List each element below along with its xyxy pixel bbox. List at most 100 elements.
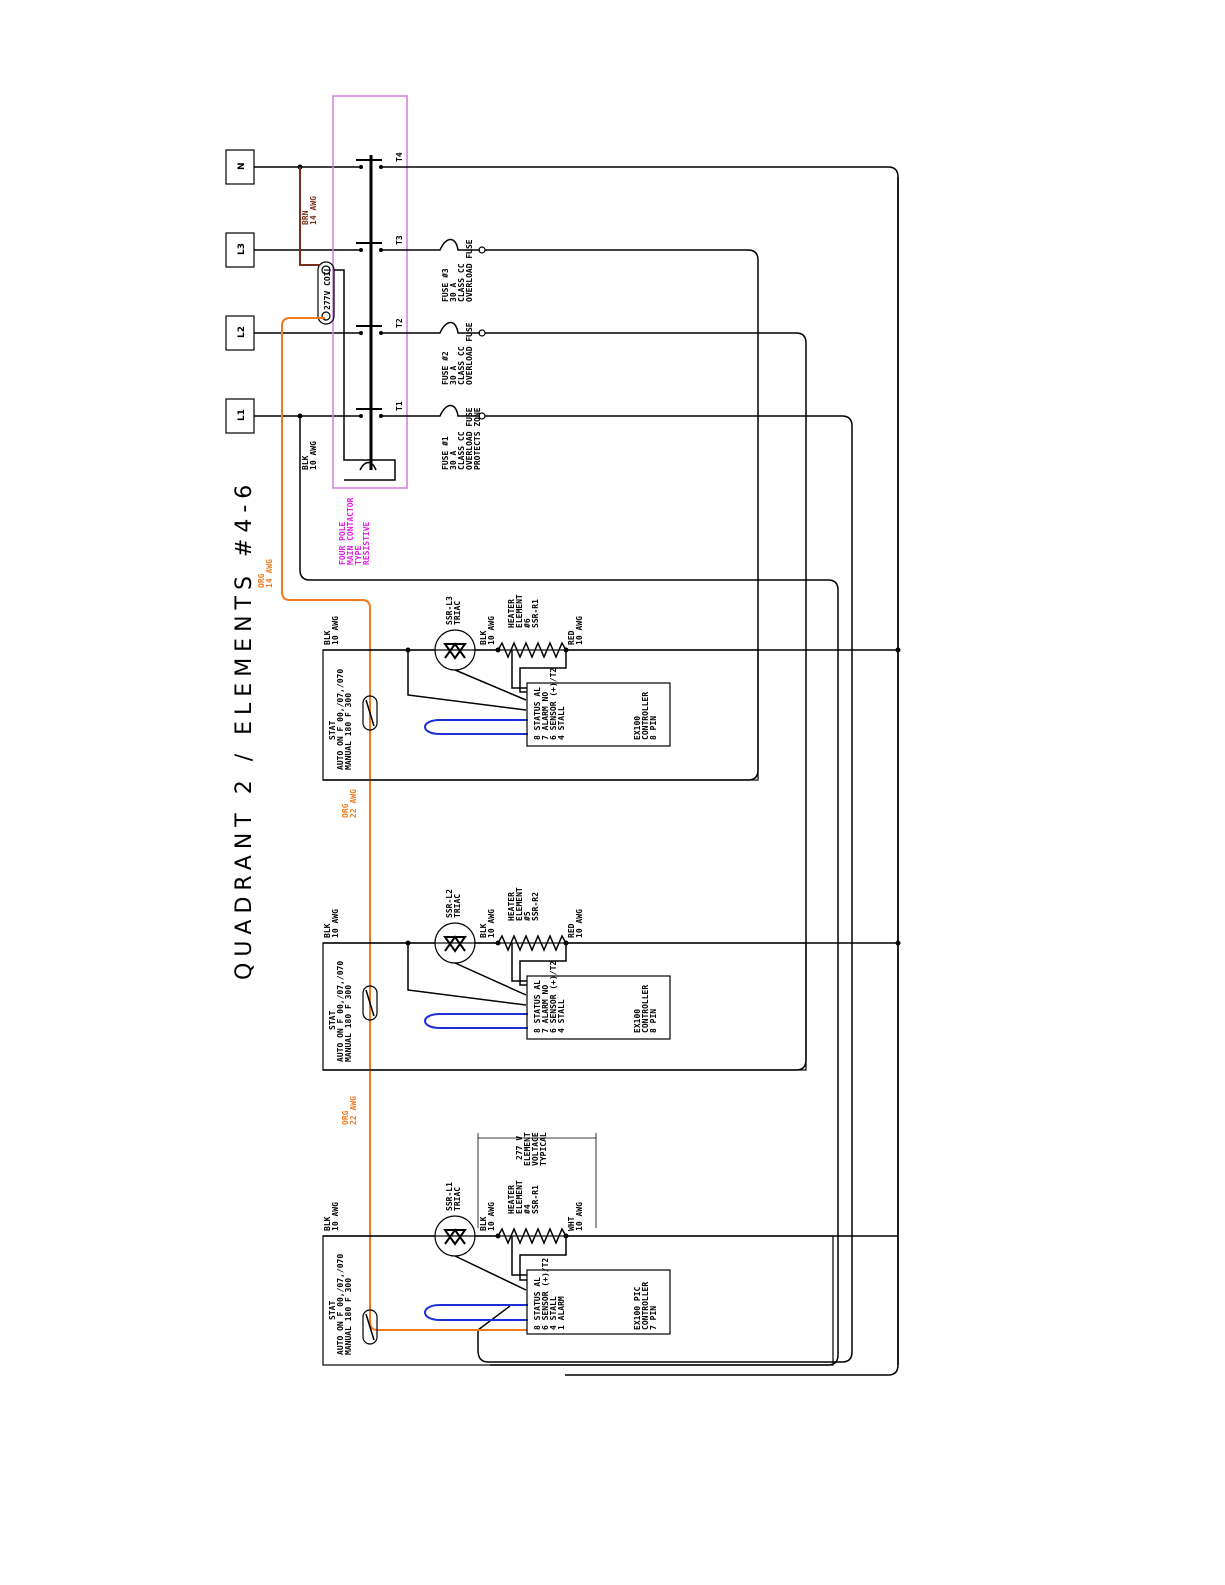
element-4-mid-wire-1: BLK (479, 630, 488, 645)
element-4-pin-6: 6 SENSOR (+)/T2 (549, 668, 558, 740)
element-6-controller-label-1: EX100 PIC (633, 1286, 642, 1330)
l1-wire-label-1: BLK (301, 455, 310, 470)
element-4-heater-label-4: SSR-R1 (531, 599, 540, 628)
fuse-2-label-4: OVERLOAD FUSE (465, 322, 474, 385)
element-5-mid-wire-1: BLK (479, 923, 488, 938)
orange-wire-top-label-2: 14 AWG (265, 559, 274, 588)
voltage-note-4: TYPICAL (539, 1132, 548, 1166)
l1-wire-label-2: 10 AWG (309, 441, 318, 470)
fuse-2-label-3: CLASS CC (457, 346, 466, 385)
element-4-heater-label-2: ELEMENT (515, 594, 524, 628)
element-5-heater-label-1: HEATER (507, 892, 516, 921)
element-4-pin-4: 4 STALL (557, 706, 566, 740)
element-voltage-dimension: 277 V ELEMENT VOLTAGE TYPICAL (477, 1132, 597, 1228)
element-5-controller-label-2: CONTROLLER (641, 985, 650, 1033)
element-4-pin-7: 7 ALARM NO (541, 692, 550, 740)
element-4-heater (497, 641, 898, 659)
element-4-controller-pins: 8 STATUS AL 7 ALARM NO 6 SENSOR (+)/T2 4… (533, 668, 566, 740)
element-4-controller-label-3: 8 PIN (649, 716, 658, 740)
element-5-pin-8: 8 STATUS AL (533, 980, 542, 1033)
element-5-left-wire-1: BLK (323, 923, 332, 938)
element-6-heater (497, 1227, 898, 1245)
element-6-heater-label-3: #4 (523, 1204, 532, 1214)
element-4-controller-label-2: CONTROLLER (641, 692, 650, 740)
element-6-pin-6: 6 SENSOR (+)/T2 (541, 1258, 550, 1330)
fuse-3-label-3: CLASS CC (457, 263, 466, 302)
brown-wire-label-2: 14 AWG (309, 196, 318, 225)
supply-line-l3-label: L3 (237, 243, 247, 255)
element-5-pin-4: 4 STALL (557, 999, 566, 1033)
fuse-3-label-1: FUSE #3 (441, 268, 450, 302)
element-6-controller (526, 1269, 671, 1335)
element-block-6: STAT AUTO ON F 00,/07,/070 MANUAL 180 F … (322, 1180, 898, 1366)
brown-coil-wire (299, 167, 320, 266)
element-4-sensor-probe (424, 719, 528, 735)
voltage-note-1: 277 V (515, 1136, 524, 1160)
element-5-stat-label-3: MANUAL 180 F 300 (344, 985, 353, 1062)
contactor-poles (356, 159, 383, 418)
fuse-2-feed (323, 332, 807, 1071)
contactor-label-1: FOUR POLE (338, 521, 347, 565)
element-4-mid-wire-2: 10 AWG (487, 616, 496, 645)
element-5-stat-label-2: AUTO ON F 00,/07,/070 (336, 961, 345, 1062)
element-6-controller-label-2: CONTROLLER (641, 1282, 650, 1330)
element-4-left-wire-1: BLK (323, 630, 332, 645)
element-4-thermostat (362, 695, 378, 731)
element-4-controller-label-1: EX100 (633, 716, 642, 740)
element-6-triac-label-1: SSR-L1 (445, 1182, 454, 1211)
terminal-t4-label: T4 (395, 152, 404, 162)
brown-wire-label-1: BRN (301, 210, 310, 225)
fuse-3-label-2: 30 A (449, 283, 458, 302)
element-5-right-wire-1: RED (567, 923, 576, 938)
element-4-stat-label-3: MANUAL 180 F 300 (344, 693, 353, 770)
terminal-t1-label: T1 (395, 401, 404, 411)
element-6-heater-label-4: SSR-R1 (531, 1185, 540, 1214)
element-6-right-wire-1: WHT (567, 1216, 576, 1231)
element-5-triac-label-1: SSR-L2 (445, 889, 454, 918)
element-6-triac-label-2: TRIAC (453, 1187, 462, 1211)
fuse-1-labels: FUSE #1 30 A CLASS CC OVERLOAD FUSE PROT… (441, 407, 482, 470)
contactor-label-3: TYPE (354, 546, 363, 565)
fuse-2-label-1: FUSE #2 (441, 351, 450, 385)
element-4-stat-label-1: STAT (328, 721, 337, 740)
element-4-stat-label-2: AUTO ON F 00,/07,/070 (336, 669, 345, 770)
element-6-pin-8: 8 STATUS AL (533, 1277, 542, 1330)
element-4-heater-label-3: #6 (523, 618, 532, 628)
contactor-label-4: RESISTIVE (362, 521, 371, 565)
fuse-2-labels: FUSE #2 30 A CLASS CC OVERLOAD FUSE (441, 322, 474, 385)
terminal-t2-label: T2 (395, 318, 404, 328)
element-6-left-wire-1: BLK (323, 1216, 332, 1231)
element-5-left-wire-2: 10 AWG (331, 909, 340, 938)
element-6-right-wire-2: 10 AWG (575, 1202, 584, 1231)
element-5-controller-label-3: 8 PIN (649, 1009, 658, 1033)
contactor-coil: 277V COIL (317, 261, 335, 325)
supply-line-l1: L1 (225, 398, 255, 434)
orange-wire-low-label-1: ORG (341, 1110, 350, 1125)
element-6-controller-label-3: 7 PIN (649, 1306, 658, 1330)
diagram-title: QUADRANT 2 / ELEMENTS #4-6 (232, 479, 257, 980)
orange-wire-low-label-2: 22 AWG (349, 1096, 358, 1125)
fuse-1-label-1: FUSE #1 (441, 436, 450, 470)
element-6-heater-label-2: ELEMENT (515, 1180, 524, 1214)
supply-line-l2: L2 (225, 315, 255, 351)
element-6-controller-pins: 8 STATUS AL 6 SENSOR (+)/T2 4 STALL 1 AL… (533, 1258, 566, 1330)
element-4-right-wire-1: RED (567, 630, 576, 645)
voltage-note-2: ELEMENT (523, 1132, 532, 1166)
element-5-mid-wire-2: 10 AWG (487, 909, 496, 938)
element-5-stat-label-1: STAT (328, 1011, 337, 1030)
supply-line-l3: L3 (225, 232, 255, 268)
supply-line-l1-label: L1 (237, 409, 247, 421)
element-5-heater (497, 934, 898, 952)
fuse-1-label-5: PROTECTS ZONE (473, 407, 482, 470)
orange-wire-mid-label-2: 22 AWG (349, 789, 358, 818)
element-6-thermostat (362, 1309, 378, 1345)
supply-line-n: N (225, 149, 255, 185)
element-4-left-wire-2: 10 AWG (331, 616, 340, 645)
element-6-heater-label-1: HEATER (507, 1185, 516, 1214)
element-4-triac-label-2: TRIAC (453, 601, 462, 625)
element-5-pin-6: 6 SENSOR (+)/T2 (549, 961, 558, 1033)
orange-wire-top-label-1: ORG (257, 573, 266, 588)
element-5-thermostat (362, 985, 378, 1021)
element-6-stat-label-1: STAT (328, 1301, 337, 1320)
